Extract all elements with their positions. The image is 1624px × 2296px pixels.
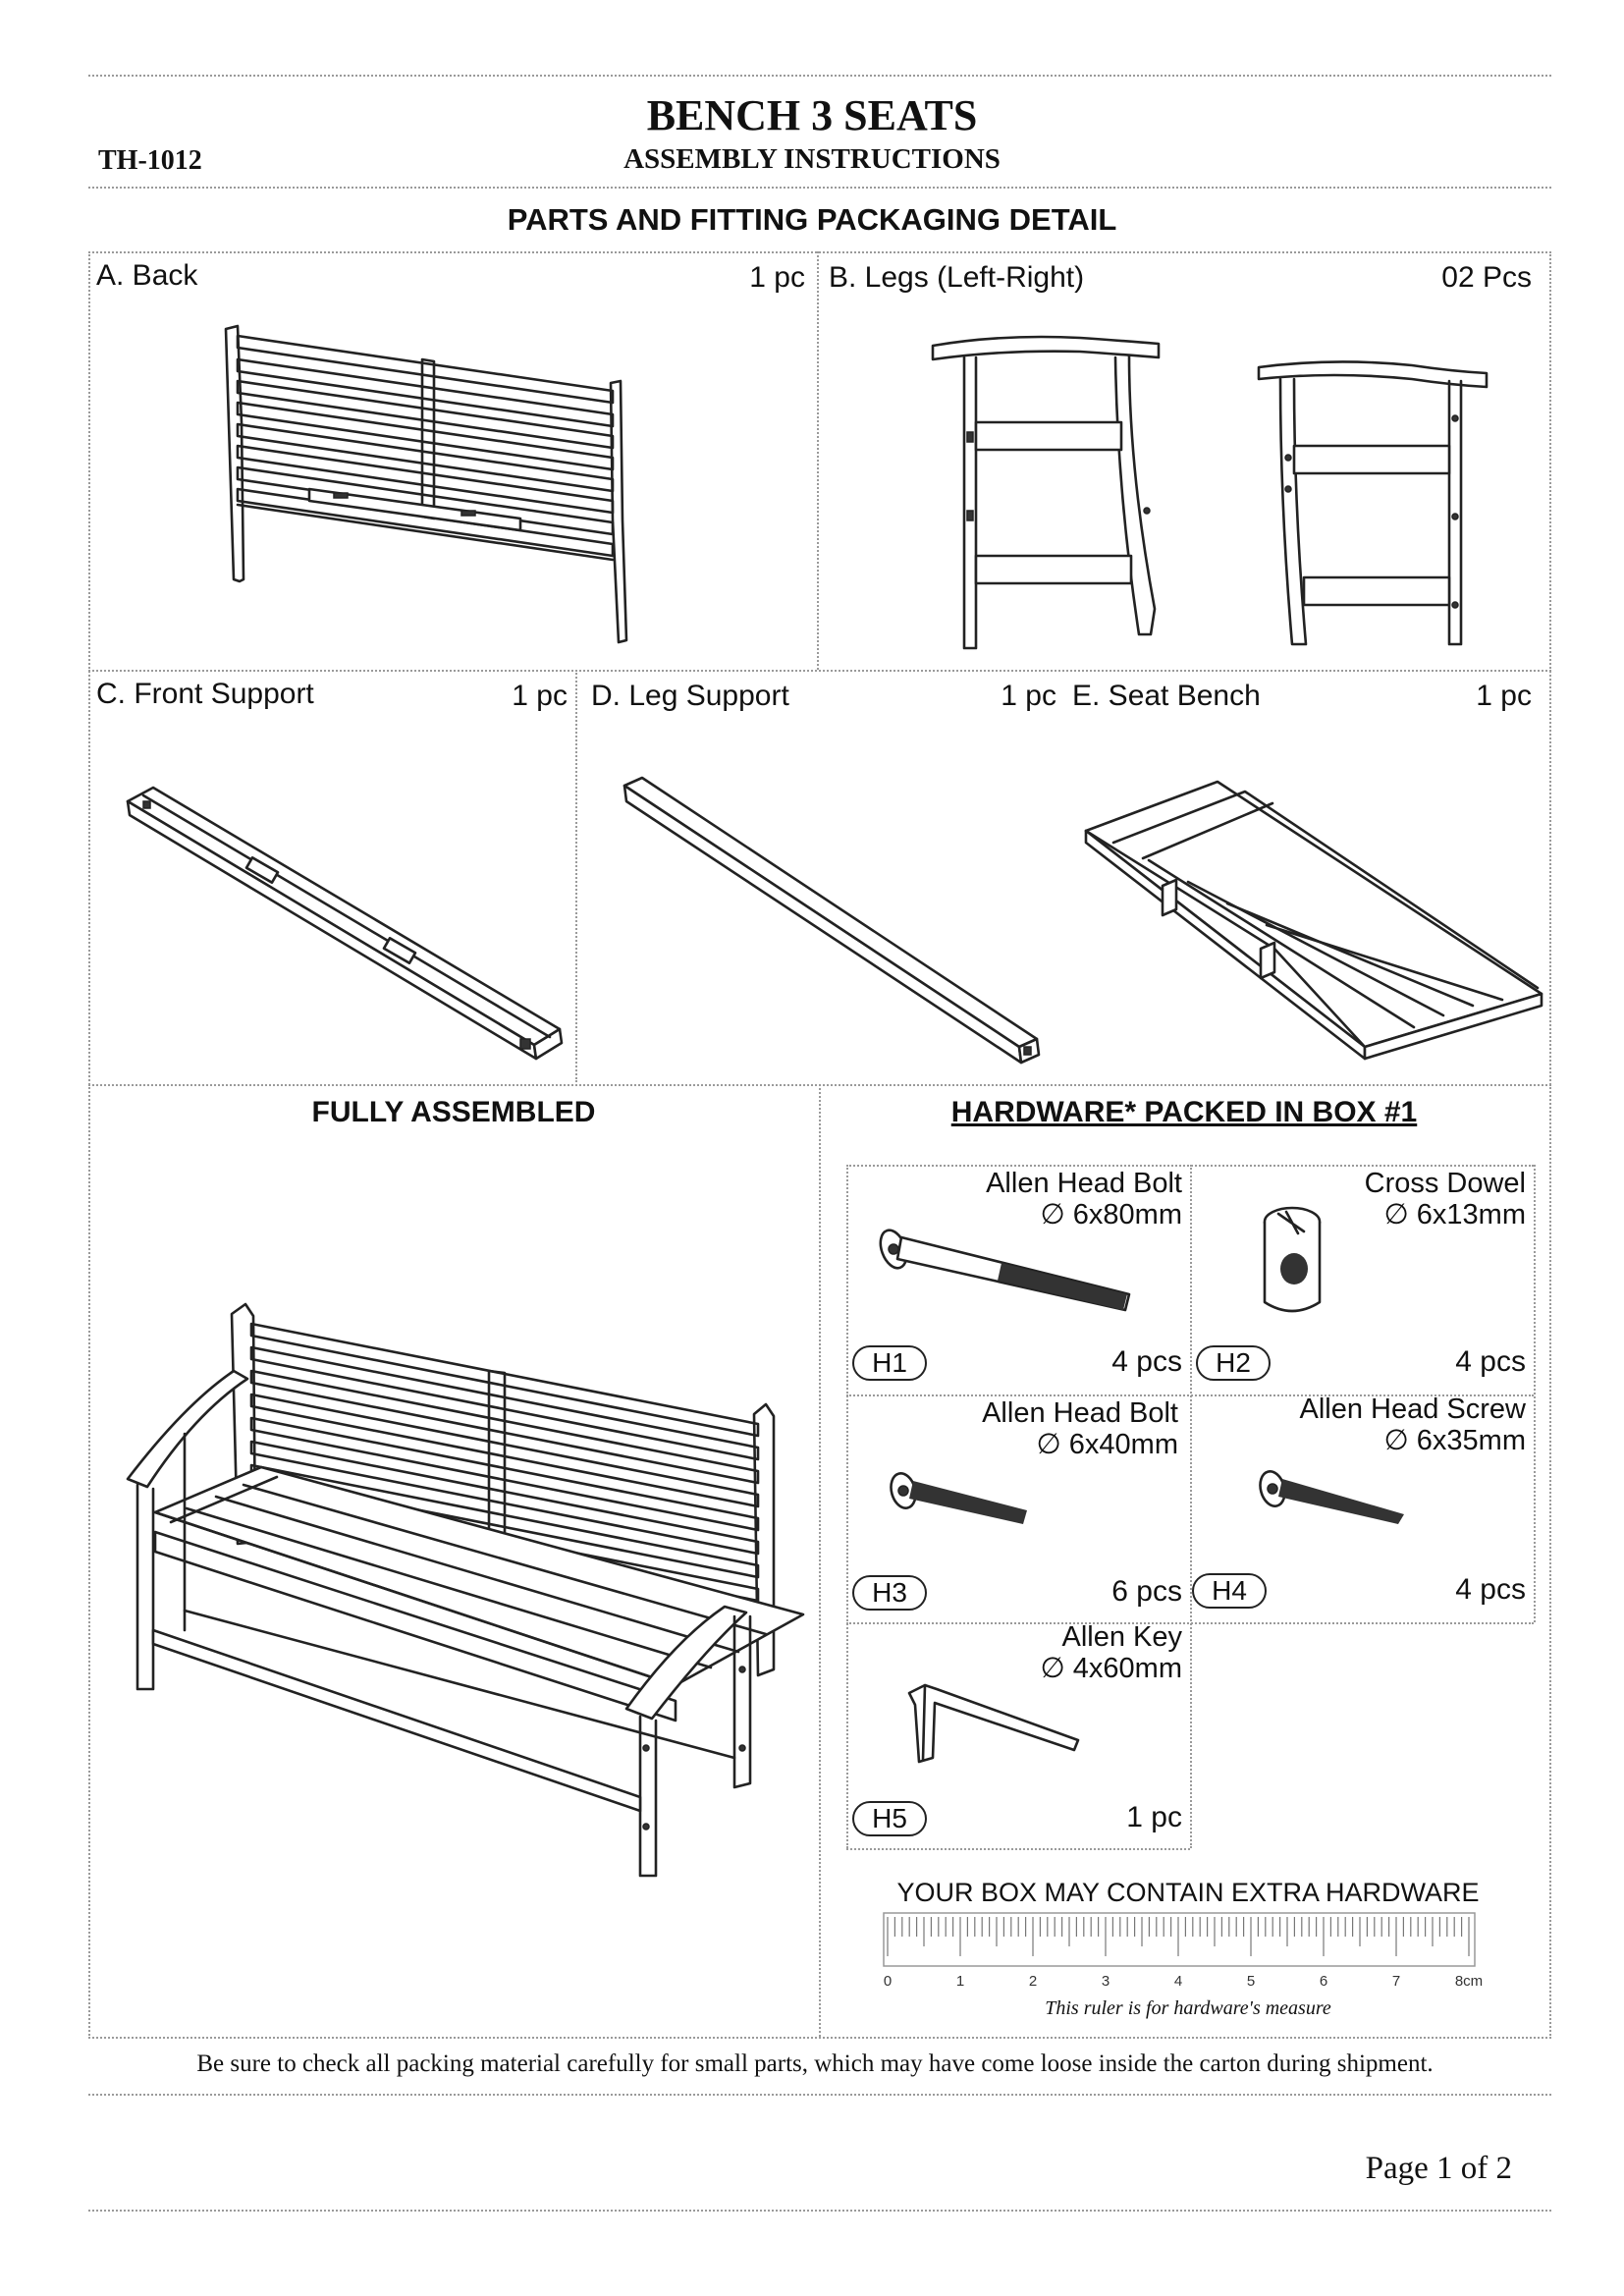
hw-h1-size: ∅ 6x80mm — [1040, 1199, 1182, 1230]
grid-line — [817, 251, 819, 670]
hw-grid-line — [1190, 1165, 1192, 1848]
hw-grid-line — [846, 1394, 1534, 1396]
fully-assembled-title: FULLY ASSEMBLED — [311, 1096, 596, 1128]
hw-h3-name: Allen Head Bolt — [982, 1397, 1178, 1429]
hw-grid-line — [846, 1165, 1534, 1167]
ruler-label: 0 — [884, 1973, 892, 1990]
part-a-qty: 1 pc — [749, 261, 805, 294]
hw-h5-qty: 1 pc — [1126, 1801, 1182, 1833]
hardware-title: HARDWARE* PACKED IN BOX #1 — [950, 1096, 1418, 1128]
ruler-label: 2 — [1029, 1973, 1037, 1990]
allen-key-icon — [907, 1683, 1080, 1764]
hw-grid-line — [846, 1848, 1190, 1850]
ruler-label: 7 — [1392, 1973, 1400, 1990]
page-number: Page 1 of 2 — [1365, 2151, 1512, 2186]
document-title: BENCH 3 SEATS — [646, 91, 978, 139]
bottom-border — [88, 2210, 1551, 2212]
part-a-back-illustration — [224, 324, 628, 644]
extra-hardware-note: YOUR BOX MAY CONTAIN EXTRA HARDWARE — [896, 1878, 1480, 1907]
part-a-label: A. Back — [96, 259, 198, 292]
ruler-label: 3 — [1102, 1973, 1110, 1990]
document-subtitle: ASSEMBLY INSTRUCTIONS — [623, 143, 1001, 175]
hw-h5-name: Allen Key — [1061, 1621, 1182, 1653]
part-b-left-leg-illustration — [931, 335, 1161, 650]
part-d-leg-support-illustration — [623, 776, 1041, 1065]
footer-divider — [88, 2094, 1551, 2096]
hw-h4-name: Allen Head Screw — [1299, 1394, 1527, 1425]
grid-line — [819, 1084, 821, 2037]
hw-h4-size: ∅ 6x35mm — [1383, 1425, 1526, 1456]
grid-line — [88, 2037, 1551, 2039]
grid-line — [1549, 251, 1551, 2039]
grid-line — [88, 670, 1551, 672]
part-b-qty: 02 Pcs — [1441, 261, 1532, 294]
part-c-label: C. Front Support — [96, 678, 314, 710]
allen-head-bolt-80-icon — [879, 1229, 1131, 1312]
allen-head-bolt-40-icon — [890, 1472, 1027, 1524]
ruler-label: 5 — [1247, 1973, 1255, 1990]
ruler-label: 4 — [1174, 1973, 1182, 1990]
part-b-right-leg-illustration — [1257, 360, 1489, 646]
hw-grid-line — [846, 1622, 1534, 1624]
hw-grid-line — [1534, 1165, 1536, 1622]
hw-h3-code: H3 — [852, 1575, 927, 1611]
hw-h2-code: H2 — [1196, 1345, 1271, 1381]
hw-h5-size: ∅ 4x60mm — [1040, 1653, 1182, 1684]
part-b-label: B. Legs (Left-Right) — [829, 261, 1085, 294]
part-c-qty: 1 pc — [512, 680, 568, 712]
hw-h4-code: H4 — [1192, 1573, 1267, 1609]
part-e-label: E. Seat Bench — [1072, 680, 1261, 712]
grid-line — [88, 251, 1551, 253]
hw-h2-size: ∅ 6x13mm — [1383, 1199, 1526, 1230]
part-e-seat-bench-illustration — [1084, 780, 1543, 1061]
part-c-front-support-illustration — [126, 786, 564, 1061]
cross-dowel-icon — [1263, 1206, 1322, 1313]
model-number: TH-1012 — [98, 145, 202, 176]
hw-grid-line — [846, 1165, 848, 1848]
hw-h1-qty: 4 pcs — [1111, 1345, 1182, 1378]
hw-h5-code: H5 — [852, 1801, 927, 1836]
hw-h1-name: Allen Head Bolt — [986, 1168, 1182, 1199]
fully-assembled-bench-illustration — [126, 1302, 805, 1878]
part-e-qty: 1 pc — [1476, 680, 1532, 712]
hw-h4-qty: 4 pcs — [1455, 1573, 1526, 1606]
ruler-caption: This ruler is for hardware's measure — [1045, 1997, 1331, 2019]
hw-h2-name: Cross Dowel — [1364, 1168, 1526, 1199]
measuring-ruler: 0 1 2 3 4 5 6 7 8cm — [883, 1912, 1483, 1990]
hw-h1-code: H1 — [852, 1345, 927, 1381]
hw-h3-size: ∅ 6x40mm — [1036, 1429, 1178, 1460]
part-d-label: D. Leg Support — [591, 680, 789, 712]
part-d-qty: 1 pc — [1001, 680, 1056, 712]
footer-notice: Be sure to check all packing material ca… — [196, 2050, 1434, 2077]
ruler-label: 8cm — [1455, 1973, 1483, 1990]
section-title: PARTS AND FITTING PACKAGING DETAIL — [507, 202, 1117, 237]
allen-head-screw-icon — [1259, 1470, 1404, 1524]
top-border — [88, 75, 1551, 77]
ruler-label: 6 — [1320, 1973, 1327, 1990]
hw-h2-qty: 4 pcs — [1455, 1345, 1526, 1378]
hw-h3-qty: 6 pcs — [1111, 1575, 1182, 1608]
header-divider — [88, 187, 1551, 189]
grid-line — [575, 670, 577, 1082]
ruler-label: 1 — [956, 1973, 964, 1990]
grid-line — [88, 251, 90, 2039]
